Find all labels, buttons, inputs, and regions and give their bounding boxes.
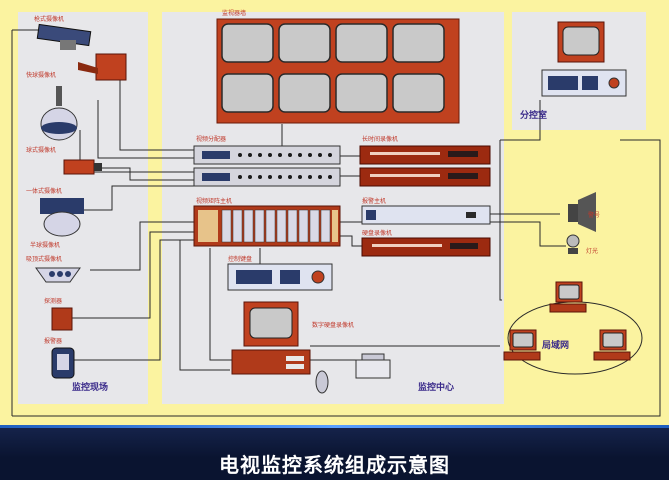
alarm-siren-icon bbox=[568, 192, 596, 232]
camera-ceiling-icon bbox=[35, 267, 81, 283]
matrix-host bbox=[193, 205, 341, 247]
label-vcr2: 硬盘录像机 bbox=[362, 230, 393, 237]
zone-label-branch: 分控室 bbox=[520, 111, 548, 121]
label-cam7: 探测器 bbox=[44, 298, 63, 305]
label-workstation: 数字硬盘录像机 bbox=[312, 322, 355, 329]
label-light: 灯光 bbox=[586, 248, 599, 255]
diagram-graphics bbox=[11, 18, 661, 417]
alarm-host bbox=[361, 205, 491, 225]
zone-label-center: 监控中心 bbox=[418, 383, 455, 393]
branch-monitor bbox=[541, 21, 627, 97]
label-vcr1: 长时间录像机 bbox=[362, 136, 399, 143]
camera-dome-speed-icon bbox=[78, 53, 127, 81]
label-cam4: 一体式摄像机 bbox=[26, 188, 63, 195]
label-cam8: 报警器 bbox=[44, 338, 63, 345]
recorder-2 bbox=[359, 167, 491, 187]
monitor-wall bbox=[216, 18, 460, 124]
title-bar: 电视监控系统组成示意图 bbox=[0, 425, 669, 480]
label-matrix-host: 视频矩阵主机 bbox=[196, 198, 233, 205]
label-cam6: 吸顶式摄像机 bbox=[26, 256, 63, 263]
camera-ball-icon bbox=[40, 86, 78, 141]
recorder-1 bbox=[359, 145, 491, 165]
camera-gun-icon bbox=[36, 23, 92, 50]
title-divider bbox=[0, 425, 669, 428]
camera-half-dome-icon bbox=[40, 198, 84, 237]
label-control-kb: 控制键盘 bbox=[228, 256, 253, 263]
hard-disk-recorder bbox=[361, 237, 491, 257]
label-cam1: 枪式摄像机 bbox=[34, 16, 65, 23]
alarm-device-icon bbox=[51, 347, 75, 379]
label-cam5: 半球摄像机 bbox=[30, 242, 61, 249]
label-amplifier: 报警主机 bbox=[362, 198, 387, 205]
label-monitor-wall: 监视器墙 bbox=[222, 10, 247, 17]
label-cam3: 球式摄像机 bbox=[26, 147, 57, 154]
zone-label-lan: 局域网 bbox=[542, 341, 570, 351]
label-cam2: 快球摄像机 bbox=[26, 72, 57, 79]
label-video-distributor: 视频分配器 bbox=[196, 136, 227, 143]
lan-network bbox=[503, 281, 643, 375]
detector-icon bbox=[51, 307, 73, 331]
diagram-canvas: 枪式摄像机 快球摄像机 球式摄像机 一体式摄像机 半球摄像机 吸顶式摄像机 探测… bbox=[0, 0, 669, 425]
video-distributor bbox=[193, 145, 341, 187]
workstation bbox=[231, 301, 391, 394]
camera-integrated-icon bbox=[63, 159, 102, 175]
control-keyboard bbox=[227, 263, 333, 291]
zone-label-field: 监控现场 bbox=[72, 383, 109, 393]
alarm-light-icon bbox=[566, 234, 580, 254]
label-alarm-siren: 警号 bbox=[588, 212, 601, 219]
diagram-title: 电视监控系统组成示意图 bbox=[219, 453, 450, 477]
